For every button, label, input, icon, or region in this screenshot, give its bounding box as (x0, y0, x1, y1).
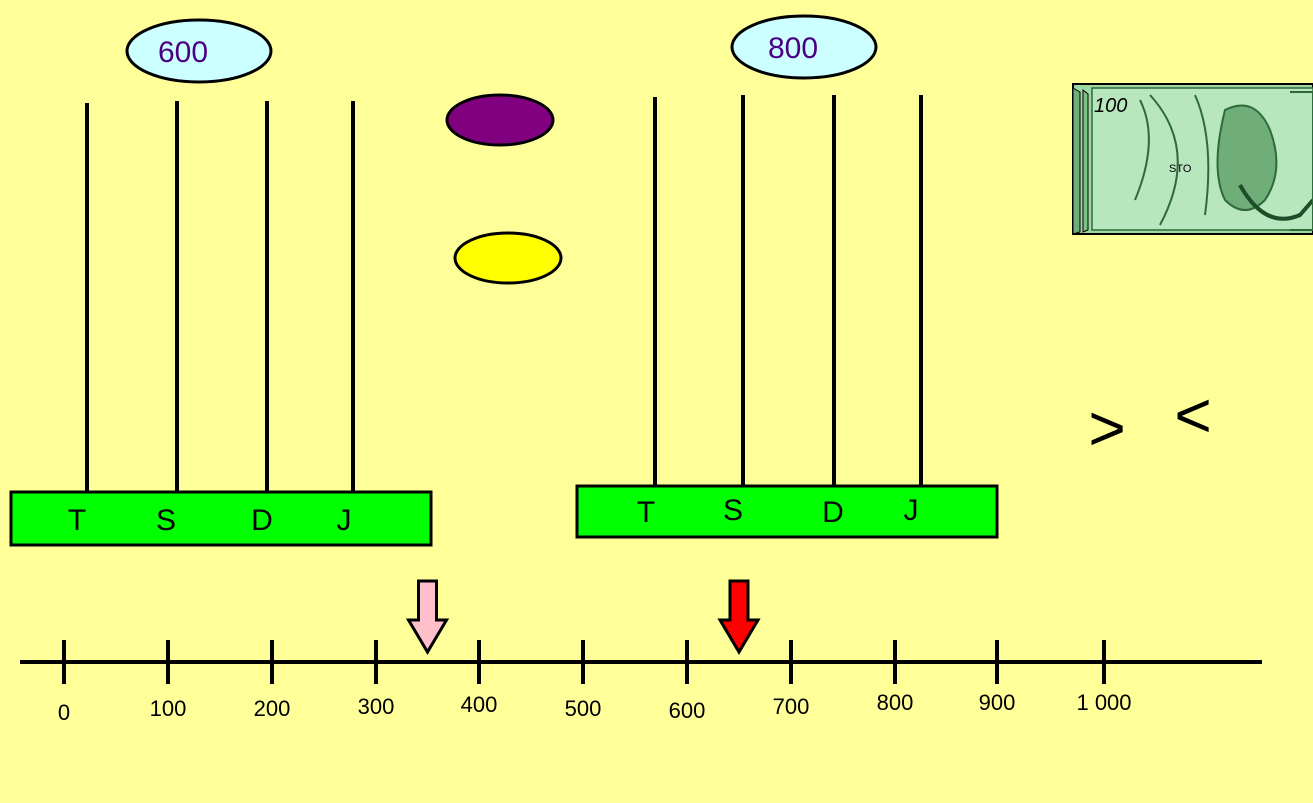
abacus-left: 600 T S D J (9, 18, 433, 547)
rod-label-left-d: D (251, 504, 273, 537)
value-label-right: 800 (768, 32, 818, 65)
rod-label-left-s: S (156, 504, 176, 537)
rod-label-left-t: T (68, 504, 86, 537)
value-label-left: 600 (158, 36, 208, 69)
rod-label-right-s: S (723, 494, 743, 527)
abacus-bar-right (575, 484, 999, 539)
bead-yellow[interactable] (453, 231, 563, 285)
rod-label-right-t: T (637, 496, 655, 529)
number-line-tick-label: 1 000 (1076, 690, 1131, 715)
number-line-tick-label: 800 (877, 690, 914, 715)
rod-label-right-d: D (822, 496, 844, 529)
pointer-arrow-red[interactable] (717, 579, 761, 655)
number-line: 0 100 200 300 400 500 600 700 800 900 1 000 (20, 640, 1262, 725)
abacus-right: 800 T S D J (575, 14, 999, 539)
value-bubble-right (730, 14, 878, 80)
greater-than-sign[interactable]: > (1088, 392, 1125, 464)
rod-label-right-j: J (904, 494, 919, 527)
number-line-tick-label: 600 (669, 698, 706, 723)
number-line-tick-label: 900 (979, 690, 1016, 715)
number-line-tick-label: 300 (358, 694, 395, 719)
banknote-word: STO (1169, 163, 1192, 175)
bead-purple[interactable] (445, 93, 555, 147)
rod-label-left-j: J (337, 504, 352, 537)
banknote-image: 100 STO (1072, 83, 1313, 235)
number-line-tick-label: 400 (461, 692, 498, 717)
pointer-arrow-pink[interactable] (405, 579, 450, 655)
less-than-sign[interactable]: < (1174, 379, 1211, 451)
abacus-bar-left (9, 490, 433, 547)
number-line-tick-label: 0 (58, 700, 70, 725)
number-line-tick-label: 200 (254, 696, 291, 721)
banknote-number: 100 (1094, 95, 1127, 117)
value-bubble-left (125, 18, 273, 84)
number-line-tick-label: 500 (565, 696, 602, 721)
number-line-tick-label: 100 (150, 696, 187, 721)
number-line-tick-label: 700 (773, 694, 810, 719)
